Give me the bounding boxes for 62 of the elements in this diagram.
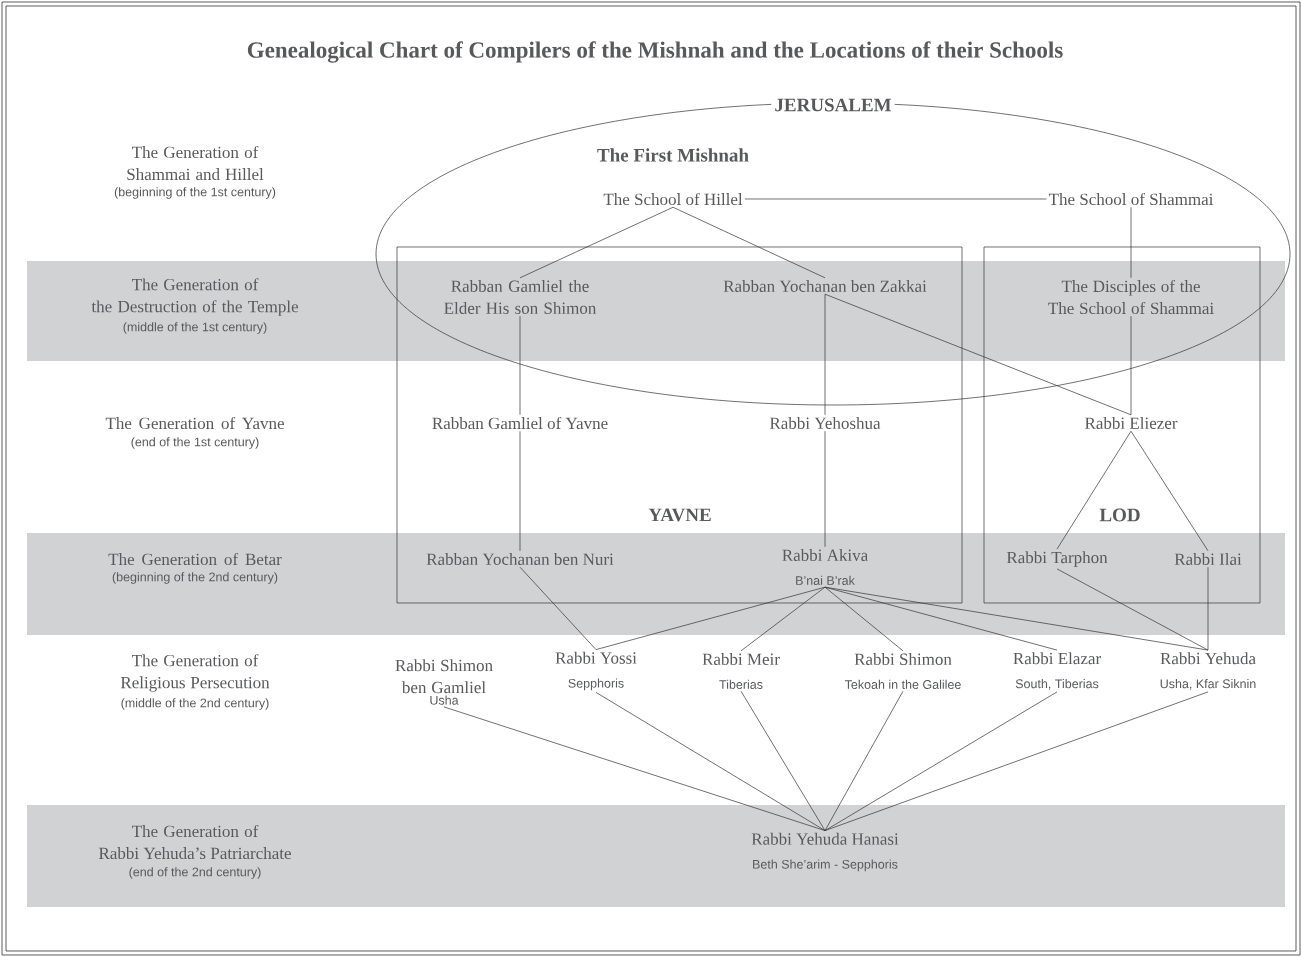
place-label: LOD [1096, 505, 1144, 525]
connector-line [740, 690, 826, 831]
generation-label: The Generation of Rabbi Yehuda’s Patriarchate [98, 824, 291, 860]
person-name: Rabban Gamliel of Yavne [432, 416, 608, 430]
person-name: The School of Hillel [603, 192, 743, 206]
person-name: Rabbi Akiva B’nai B’rak [782, 549, 868, 585]
connector-line [824, 691, 1058, 831]
connector-line [443, 706, 826, 831]
connector-line [595, 586, 826, 650]
connector-line [1130, 430, 1209, 552]
connector-line [824, 293, 1132, 416]
connector-line [519, 430, 521, 552]
connector-line [824, 430, 826, 548]
person-name: Rabbi Yossi Sepphoris [555, 651, 637, 691]
connector-line [519, 315, 521, 416]
person-name: Rabbi Shimon ben Gamliel Usha [395, 659, 493, 705]
connector-line [1056, 568, 1209, 651]
century-note: (middle of the 1st century) [123, 322, 267, 334]
person-name: Rabbi Tarphon [1006, 551, 1108, 567]
connector-line [824, 586, 1058, 651]
generation-label: The Generation of Betar [108, 552, 282, 566]
person-name: Rabbi Yehuda Usha, Kfar Siknin [1160, 652, 1256, 690]
generation-label: The Generation of Yavne [105, 416, 284, 430]
generation-label: The Generation of Shammai and Hillel [127, 145, 264, 181]
section-heading: The First Mishnah [597, 148, 749, 162]
person-name: The School of Shammai [1048, 192, 1214, 206]
connector-line [824, 690, 904, 831]
century-note: (middle of the 2nd century) [121, 698, 269, 710]
century-note: (beginning of the 1st century) [114, 187, 276, 199]
connector-line [519, 566, 597, 650]
century-note: (beginning of the 2nd century) [112, 572, 278, 584]
generation-label: The Generation of the Destruction of the Temple [91, 278, 299, 316]
person-name: Rabbi Meir Tiberias [702, 653, 780, 689]
connector-line [519, 206, 674, 279]
person-name: The Disciples of the The School of Shammai [1048, 279, 1214, 315]
person-name: Rabbi Elazar South, Tiberias [1013, 652, 1101, 690]
person-name: Rabbi Eliezer [1085, 417, 1178, 429]
century-note: (end of the 2nd century) [129, 867, 261, 879]
connector-line [672, 206, 826, 279]
connector-line [1207, 566, 1209, 651]
person-name: Rabbi Shimon Tekoah in the Galilee [844, 653, 961, 689]
connector-line [740, 586, 826, 652]
generation-label: The Generation of Religious Persecution [120, 654, 270, 692]
connector-line [744, 198, 1047, 200]
place-label: YAVNE [645, 505, 715, 525]
person-name: Rabbi Yehuda Hanasi Beth She’arim - Sepphoris [751, 832, 899, 872]
connector-line [1056, 430, 1132, 550]
person-name: Rabban Yochanan ben Nuri [426, 553, 614, 565]
person-name: Rabban Yochanan ben Zakkai [723, 280, 927, 292]
person-name: Rabban Gamliel the Elder His son Shimon [444, 280, 597, 314]
place-label: JERUSALEM [771, 95, 895, 115]
connector-line [824, 586, 1209, 651]
connector-line [824, 586, 904, 652]
person-name: Rabbi Yehoshua [769, 417, 881, 429]
connector-line [1130, 206, 1132, 279]
century-note: (end of the 1st century) [131, 437, 259, 449]
person-name: Rabbi Ilai [1174, 553, 1242, 565]
title: Genealogical Chart of Compilers of the Mishnah and the Locations of their Schools [247, 41, 1063, 63]
connector-line [824, 293, 826, 416]
connector-line [595, 692, 826, 831]
connector-line [824, 691, 1209, 831]
connector-line [1130, 315, 1132, 416]
